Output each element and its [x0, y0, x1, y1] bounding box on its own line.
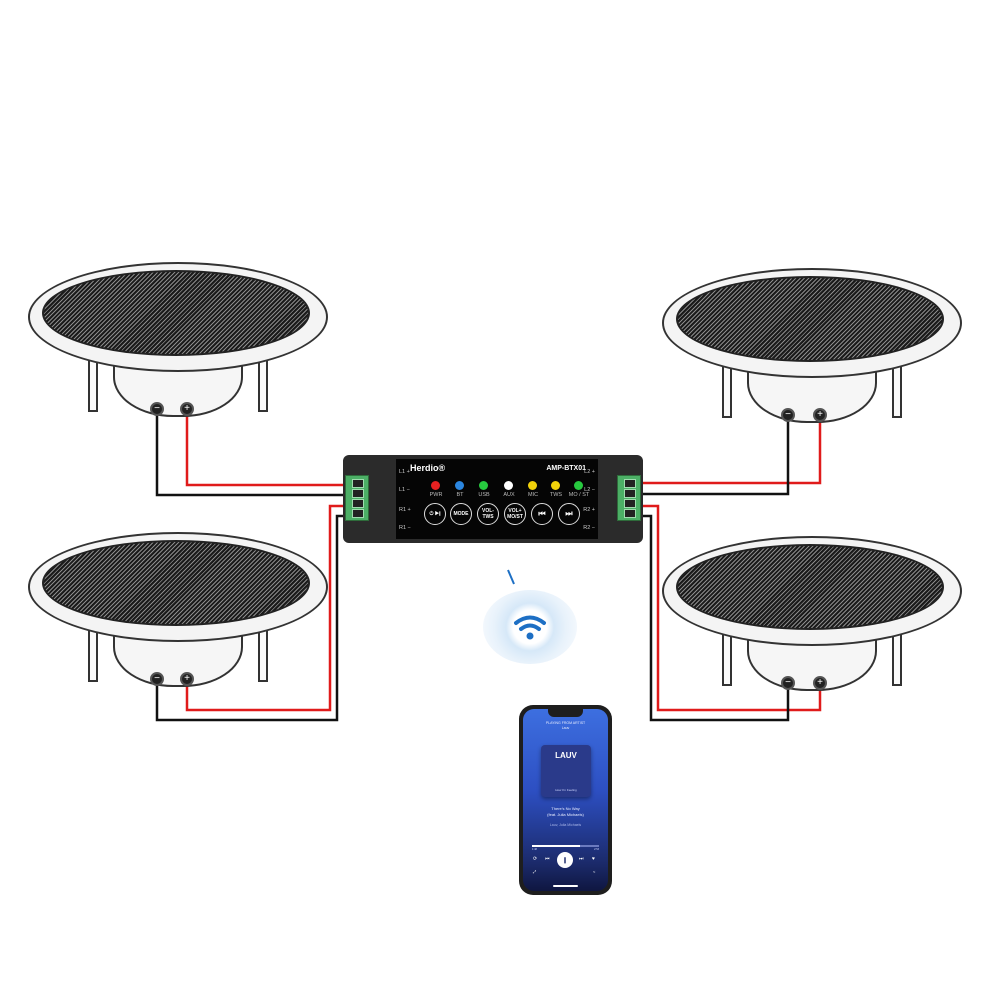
led-tws [551, 481, 560, 490]
negative-terminal: − [781, 408, 795, 422]
amplifier: Herdio® AMP-BTX01 L1 + L1 − R1 + R1 − L2… [343, 455, 643, 543]
speaker-grill [42, 270, 310, 356]
led-mo-st [574, 481, 583, 490]
terminal-slot [624, 499, 636, 508]
song-feat: (feat. Julia Michaels) [547, 812, 584, 817]
negative-terminal: − [781, 676, 795, 690]
wire-positive-top-right [640, 415, 822, 485]
terminal-slot [352, 499, 364, 508]
wifi-icon [514, 615, 546, 640]
led-label: BT [456, 492, 464, 498]
speaker-bottom-left: − + [28, 532, 328, 702]
terminal-label: R2 + [583, 507, 595, 513]
terminal-slot [352, 479, 364, 488]
negative-terminal: − [150, 402, 164, 416]
speaker-top-right: − + [662, 268, 962, 438]
phone-notch [548, 709, 583, 717]
positive-terminal: + [813, 408, 827, 422]
album-title: LAUV [555, 751, 577, 760]
positive-terminal: + [813, 676, 827, 690]
power-play-pause-button[interactable]: ⏻ ▶∥ [424, 503, 446, 525]
led-label: AUX [503, 492, 515, 498]
right-terminal-block [617, 475, 641, 521]
led-label: TWS [549, 492, 563, 498]
heart-icon[interactable]: ♥ [592, 856, 595, 862]
next-button[interactable]: ⏭ [558, 503, 580, 525]
terminal-slot [352, 509, 364, 518]
led-label: MO / ST [568, 492, 590, 498]
negative-terminal: − [150, 672, 164, 686]
shuffle-icon[interactable]: ⤢ [533, 869, 537, 874]
share-icon[interactable]: < [593, 869, 596, 874]
time-elapsed: 1:48 [532, 848, 537, 851]
repeat-icon[interactable]: ⟳ [533, 856, 538, 862]
led-label: MIC [527, 492, 539, 498]
terminal-label: L2 + [584, 469, 595, 475]
previous-button[interactable]: ⏮ [531, 503, 553, 525]
speaker-grill [676, 544, 944, 630]
brand-logo: Herdio® [410, 463, 446, 473]
wire-positive-bottom-left [185, 504, 355, 712]
terminal-slot [624, 479, 636, 488]
wire-negative-top-left [155, 410, 355, 497]
smartphone: PLAYING FROM ARTIST Lauv LAUV How I'm Fe… [519, 705, 612, 895]
speaker-grill [42, 540, 310, 626]
home-indicator [553, 885, 578, 887]
led-label: USB [478, 492, 490, 498]
terminal-label: L1 − [399, 487, 410, 493]
phone-screen: PLAYING FROM ARTIST Lauv LAUV How I'm Fe… [523, 709, 608, 891]
vol-up-mo-st-button[interactable]: VOL+ MO/ST [504, 503, 526, 525]
terminal-slot [624, 489, 636, 498]
pause-button[interactable]: ∥ [557, 852, 573, 868]
speaker-top-left: − + [28, 262, 328, 432]
mode-button[interactable]: MODE [450, 503, 472, 525]
amplifier-face: Herdio® AMP-BTX01 L1 + L1 − R1 + R1 − L2… [396, 459, 598, 539]
led-aux [504, 481, 513, 490]
wireless-signal [483, 590, 577, 664]
terminal-label: R1 − [399, 525, 411, 531]
model-label: AMP-BTX01 [546, 465, 586, 472]
artist-name: Lauv, Julia Michaels [549, 823, 582, 827]
terminal-slot [352, 489, 364, 498]
vol-down-tws-button[interactable]: VOL- TWS [477, 503, 499, 525]
positive-terminal: + [180, 402, 194, 416]
terminal-label: R2 − [583, 525, 595, 531]
wire-negative-top-right [640, 415, 790, 496]
album-art: LAUV How I'm Feeling [541, 745, 591, 797]
signal-line [507, 569, 515, 585]
previous-track-icon[interactable]: ⏮ [545, 856, 550, 862]
time-total: 2:53 [594, 848, 599, 851]
left-terminal-block [345, 475, 369, 521]
positive-terminal: + [180, 672, 194, 686]
now-playing-header: PLAYING FROM ARTIST [545, 721, 586, 725]
progress-track[interactable] [532, 845, 599, 847]
next-track-icon[interactable]: ⏭ [579, 856, 584, 862]
led-label: PWR [429, 492, 443, 498]
terminal-slot [624, 509, 636, 518]
terminal-label: L1 + [399, 469, 410, 475]
wire-positive-top-left [185, 410, 355, 487]
led-mic [528, 481, 537, 490]
header-sub: Lauv [561, 726, 570, 730]
album-caption: How I'm Feeling [555, 788, 577, 792]
wire-negative-bottom-right [640, 514, 790, 722]
terminal-label: R1 + [399, 507, 411, 513]
progress-fill [532, 845, 581, 847]
wire-positive-bottom-right [640, 504, 822, 712]
terminal-label: L2 − [584, 487, 595, 493]
led-usb [479, 481, 488, 490]
led-bt [455, 481, 464, 490]
led-pwr [431, 481, 440, 490]
song-title: There's No Way [551, 806, 580, 811]
speaker-bottom-right: − + [662, 536, 962, 706]
speaker-grill [676, 276, 944, 362]
